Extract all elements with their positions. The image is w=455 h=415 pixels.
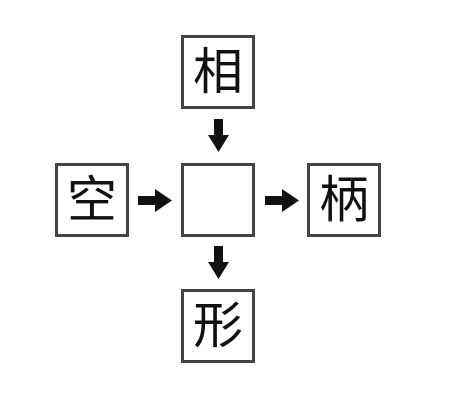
center-answer-box — [181, 163, 255, 237]
arrow-down-icon — [208, 119, 229, 152]
top-kanji-box: 相 — [181, 35, 255, 109]
bottom-kanji: 形 — [193, 297, 243, 355]
arrow-right-icon — [265, 189, 299, 212]
arrow-right-icon — [138, 189, 172, 212]
left-kanji-box: 空 — [55, 163, 129, 237]
top-kanji: 相 — [193, 43, 243, 101]
bottom-kanji-box: 形 — [181, 289, 255, 363]
arrow-down-icon — [208, 246, 229, 279]
left-kanji: 空 — [67, 171, 117, 229]
right-kanji-box: 柄 — [307, 163, 381, 237]
right-kanji: 柄 — [319, 171, 369, 229]
